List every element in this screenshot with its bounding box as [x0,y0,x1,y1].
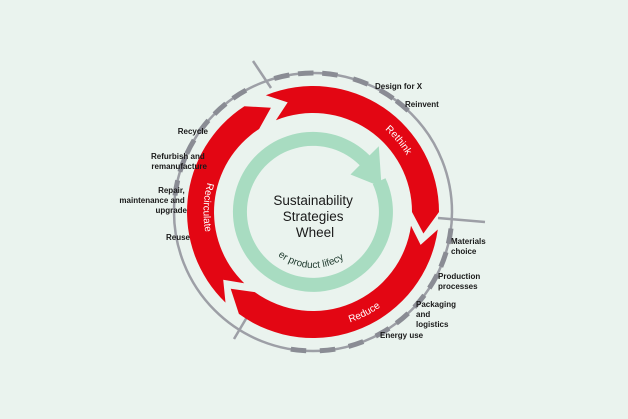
ring-tick [438,251,449,268]
segment-label-recirculate: Recirculate [200,182,215,233]
ring-tick [196,118,211,135]
ring-tick [177,156,188,173]
item-production-processes: Production processes [438,272,482,291]
ring-tick [394,98,410,113]
title-line: Wheel [296,225,334,240]
ring-tick [184,138,197,155]
ring-tick [427,273,440,290]
title-line: Strategies [283,209,344,224]
segment-recirculate [187,106,271,303]
ring-tick [172,179,181,196]
ring-tick-marks [172,70,454,354]
ring-tick [445,228,454,245]
item-energy-use: Energy use [380,331,424,340]
ring-tick [374,326,391,339]
ring-tick [394,311,410,326]
ring-tick [412,293,427,309]
ring-tick [290,346,307,354]
ring-tick [297,70,314,77]
item-reinvent: Reinvent [405,100,439,109]
item-materials-choice: Materials choice [451,237,488,256]
ring-tick [322,70,339,78]
segment-rethink [265,86,439,234]
item-recycle: Recycle [178,127,209,136]
wheel-title: Sustainability Strategies Wheel [273,193,356,240]
divider-right [437,216,486,224]
segment-reduce [230,225,438,339]
ring-tick [231,88,248,101]
title-line: Sustainability [273,193,353,208]
ring-tick [319,346,336,354]
ring-tick [273,72,290,81]
item-reuse: Reuse [166,233,191,242]
item-repair-maintenance-upgrade: Repair, maintenance and upgrade [119,186,187,215]
ring-tick [352,76,369,87]
ring-tick [347,339,365,349]
item-refurbish-remanufacture: Refurbish and remanufacture [151,152,208,171]
item-design-for-x: Design for X [375,82,423,91]
divider-top [251,60,273,89]
item-packaging-logistics: Packaging and logistics [416,300,458,329]
ring-tick [212,101,228,116]
ring-tick [378,88,395,101]
